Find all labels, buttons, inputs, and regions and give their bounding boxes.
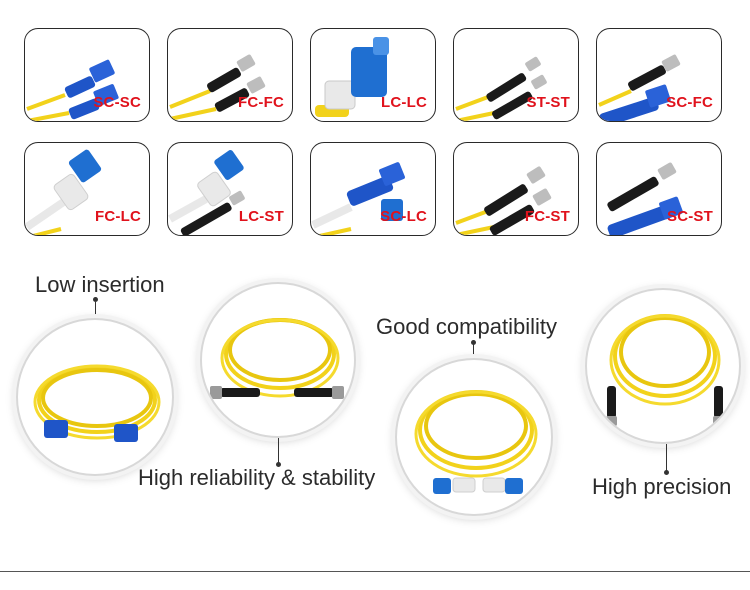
coiled-cable-sc-icon [33, 364, 161, 442]
card-label: SC-LC [380, 208, 427, 225]
leader-line [95, 302, 96, 320]
leader-dot [276, 462, 281, 467]
fc-fc-connector-icon [169, 54, 266, 121]
st-st-connector-icon [455, 56, 547, 121]
card-label: FC-LC [95, 208, 141, 225]
card-label: SC-ST [667, 208, 713, 225]
connector-card-sc-fc: SC-FC [596, 28, 722, 122]
card-label: SC-FC [666, 94, 713, 111]
good-compatibility-cable-image [395, 358, 553, 516]
divider [0, 571, 750, 572]
card-label: LC-ST [238, 208, 284, 225]
leader-line [278, 438, 279, 464]
leader-dot [664, 470, 669, 475]
coiled-cable-fc-precision-icon [606, 314, 724, 426]
sc-sc-connector-icon [26, 59, 119, 121]
low-insertion-cable-image [16, 318, 174, 476]
sc-st-connector-icon [607, 162, 683, 235]
coiled-cable-lc-icon [414, 390, 538, 494]
connector-card-fc-st: FC-ST [453, 142, 579, 236]
leader-dot [93, 297, 98, 302]
connector-card-fc-fc: FC-FC [167, 28, 293, 122]
lc-lc-connector-icon [315, 37, 389, 117]
connector-card-sc-lc: SC-LC [310, 142, 436, 236]
feature-high-reliability: High reliability & stability [138, 465, 376, 490]
connector-card-sc-sc: SC-SC [24, 28, 150, 122]
card-label: FC-FC [238, 94, 284, 111]
fc-st-connector-icon [455, 166, 552, 235]
card-label: ST-ST [526, 94, 570, 111]
feature-good-compatibility: Good compatibility [376, 314, 557, 339]
card-label: SC-SC [93, 94, 141, 111]
leader-line [473, 344, 474, 360]
leader-dot [471, 340, 476, 345]
sc-fc-connector-icon [598, 54, 681, 121]
card-label: FC-ST [524, 208, 570, 225]
feature-high-precision: High precision [592, 474, 732, 499]
fc-lc-connector-icon [25, 149, 102, 235]
connector-card-fc-lc: FC-LC [24, 142, 150, 236]
card-label: LC-LC [381, 94, 427, 111]
connector-card-lc-lc: LC-LC [310, 28, 436, 122]
leader-line [666, 444, 667, 472]
high-reliability-cable-image [200, 282, 356, 438]
high-precision-cable-image [585, 288, 741, 444]
coiled-cable-fc-icon [210, 318, 344, 399]
connector-card-lc-st: LC-ST [167, 142, 293, 236]
connector-card-st-st: ST-ST [453, 28, 579, 122]
connector-card-sc-st: SC-ST [596, 142, 722, 236]
lc-st-connector-icon [168, 150, 245, 235]
feature-low-insertion: Low insertion [35, 272, 165, 297]
sc-lc-connector-icon [311, 162, 405, 235]
